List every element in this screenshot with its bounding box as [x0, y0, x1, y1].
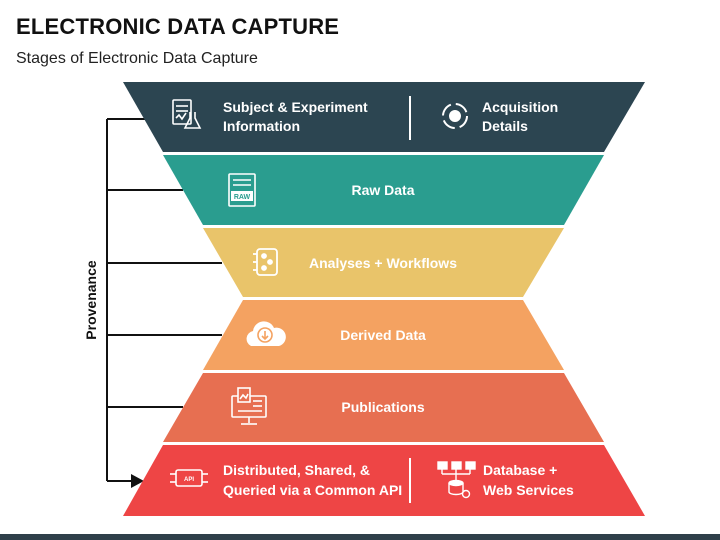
- stage-band-3: [203, 228, 564, 297]
- stage-1-right-line-2: Details: [482, 118, 528, 134]
- provenance-bracket: [106, 118, 222, 482]
- stage-band-6: [123, 445, 645, 516]
- stage-band-5: [163, 373, 604, 442]
- stage-derived-data: Derived Data: [203, 300, 564, 370]
- raw-file-icon: RAW: [228, 173, 256, 207]
- stage-2-label: Raw Data: [351, 182, 414, 198]
- page-title: ELECTRONIC DATA CAPTURE: [16, 14, 340, 39]
- acquisition-cycle-icon: [442, 103, 468, 129]
- stage-publications: Publications: [163, 373, 604, 442]
- stage-6-right-line-1: Database +: [483, 462, 557, 478]
- stage-band-2: [163, 155, 604, 225]
- stage-band-1: [123, 82, 645, 152]
- stage-6-right-line-2: Web Services: [483, 482, 574, 498]
- stage-1-left-line-1: Subject & Experiment: [223, 99, 368, 115]
- monitor-publication-icon: [231, 387, 267, 425]
- provenance-label: Provenance: [83, 260, 99, 340]
- stage-4-label: Derived Data: [340, 327, 426, 343]
- stage-1-left-line-2: Information: [223, 118, 300, 134]
- stage-subject-acquisition: Subject & Experiment Information Acquisi…: [123, 82, 645, 152]
- stage-6-left-line-1: Distributed, Shared, &: [223, 462, 370, 478]
- footer-bar: [0, 534, 720, 540]
- stage-raw-data: RAW Raw Data: [163, 155, 604, 225]
- stage-1-right-line-1: Acquisition: [482, 99, 558, 115]
- lab-report-icon: [172, 99, 202, 129]
- page-subtitle: Stages of Electronic Data Capture: [16, 50, 258, 67]
- svg-text:RAW: RAW: [234, 194, 251, 201]
- svg-text:API: API: [184, 477, 194, 483]
- database-network-icon: [437, 461, 476, 499]
- stage-band-4: [203, 300, 564, 370]
- stage-5-label: Publications: [341, 399, 424, 415]
- stage-analyses-workflows: Analyses + Workflows: [203, 228, 564, 297]
- stage-3-label: Analyses + Workflows: [309, 255, 457, 271]
- api-icon: API: [170, 469, 208, 487]
- stage-distributed-database: API Distributed, Shared, & Queried via a…: [123, 445, 645, 516]
- stage-6-left-line-2: Queried via a Common API: [223, 482, 402, 498]
- bracket-arrowhead: [131, 474, 144, 488]
- cloud-download-icon: [246, 321, 286, 346]
- workflow-icon: [253, 248, 278, 276]
